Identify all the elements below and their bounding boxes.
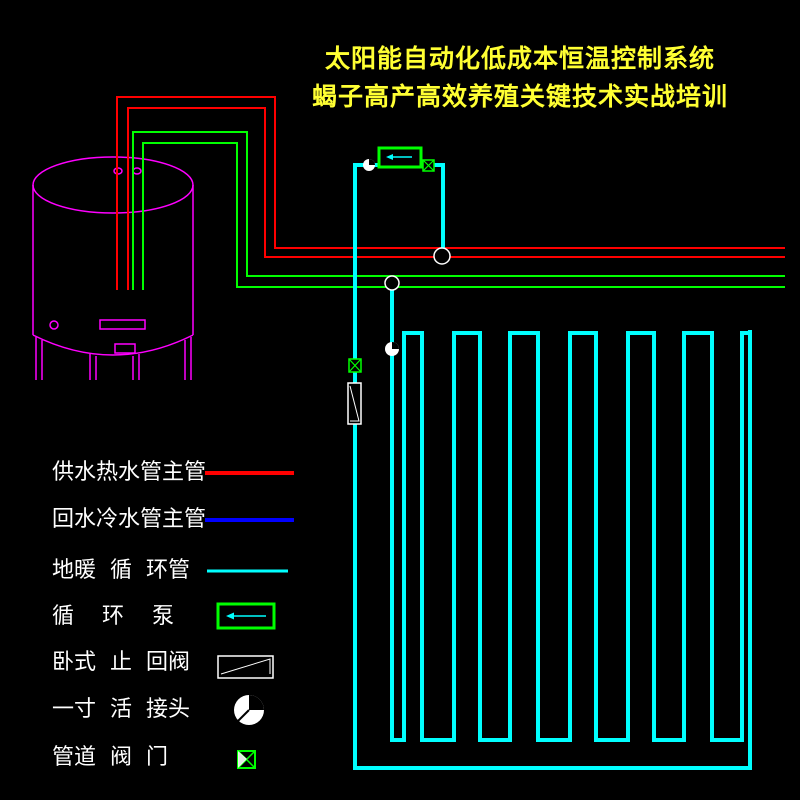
- legend-pipe-valve-icon: [237, 750, 256, 769]
- pump-body: [377, 146, 423, 169]
- union-joint-left: [384, 275, 400, 291]
- legend-label-union-joint: 一寸 活 接头: [52, 697, 190, 722]
- legend-label-hot-supply: 供水热水管主管: [52, 460, 207, 485]
- legend-label-cold-return: 回水冷水管主管: [52, 507, 207, 532]
- tank-inlet: [132, 167, 142, 175]
- water-tank: [32, 156, 194, 380]
- legend-label-pipe-valve: 管道 阀 门: [52, 745, 168, 770]
- legend-label-floor-loop: 地暖 循 环管: [52, 558, 190, 583]
- tank-port: [49, 320, 59, 330]
- legend-symbols: [205, 471, 294, 769]
- pipe-valve-top-right: [422, 159, 435, 172]
- title-line-1: 太阳能自动化低成本恒温控制系统: [324, 44, 715, 73]
- legend-pump-icon: [216, 602, 276, 630]
- loop-serpentine: [390, 285, 750, 742]
- green-pipe-inner: [142, 142, 785, 290]
- tank-bottom: [32, 334, 194, 356]
- legend-label-pump: 循 环 泵: [52, 604, 174, 629]
- tank-top: [32, 156, 194, 214]
- legend-check-valve-icon: [217, 655, 274, 679]
- tank-nameplate: [99, 319, 146, 330]
- green-pipes: [132, 131, 785, 290]
- hot-supply-pipes: [116, 96, 785, 290]
- check-valve-left: [347, 382, 362, 425]
- top-circulation-pump: [377, 146, 423, 169]
- legend-union-joint-icon: [234, 695, 264, 725]
- pipe-valve-left: [348, 358, 362, 373]
- floor-heating-loop: [353, 163, 752, 770]
- pump-arrow-icon: [386, 154, 393, 160]
- legend-label-check-valve: 卧式 止 回阀: [52, 650, 190, 675]
- hot-supply-pipe-outer: [116, 96, 785, 290]
- loop-right-riser: [432, 163, 445, 260]
- union-joint-right: [433, 247, 451, 265]
- green-pipe-outer: [132, 131, 785, 290]
- title-line-2: 蝎子高产高效养殖关键技术实战培训: [311, 82, 728, 111]
- tank-outlet: [114, 343, 136, 354]
- loop-outer-return: [353, 163, 752, 770]
- hot-supply-pipe-inner: [127, 107, 785, 290]
- union-joint-top-left: [363, 159, 375, 171]
- loop-fittings: [347, 159, 451, 425]
- union-joint-mid: [385, 342, 399, 356]
